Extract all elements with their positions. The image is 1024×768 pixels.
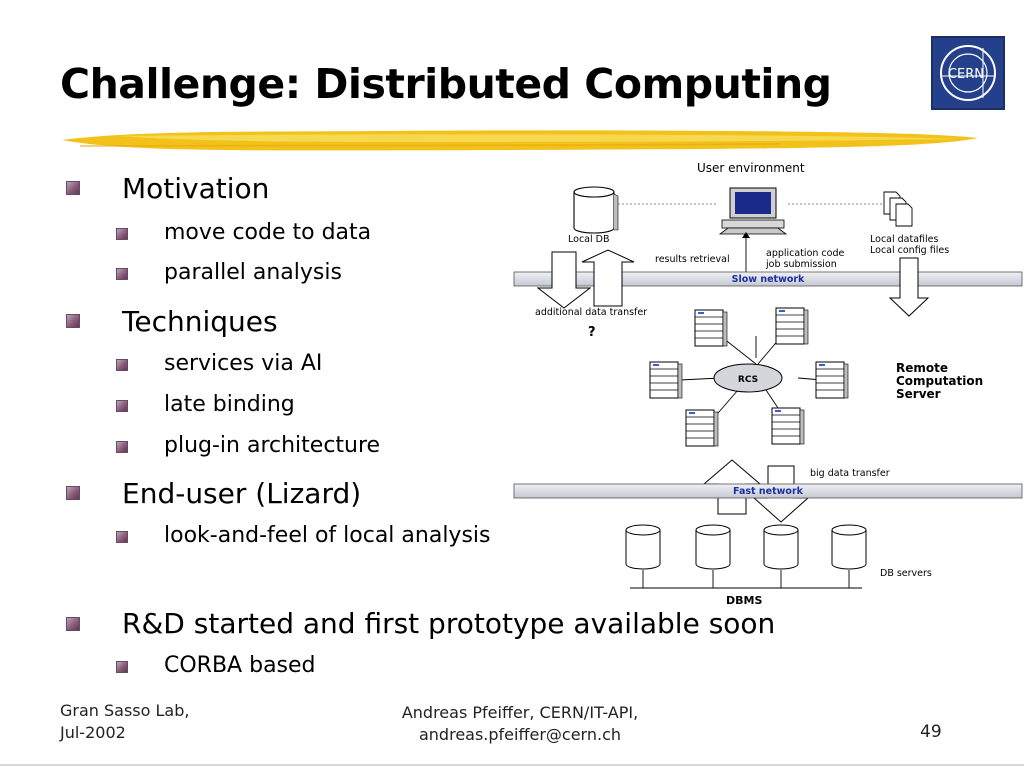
label-rcs: RCS <box>738 375 758 385</box>
slow-network-bar <box>513 271 1023 287</box>
label-question: ? <box>588 325 596 340</box>
bullet-end-user: End-user (Lizard) <box>122 477 362 510</box>
page-number: 49 <box>920 722 942 742</box>
label-user-environment: User environment <box>697 161 805 175</box>
bullet-marker <box>66 617 80 631</box>
user-computer-icon <box>718 187 788 235</box>
local-db-icon <box>573 186 619 234</box>
footer-author-line1: Andreas Pfeiffer, CERN/IT-API, <box>401 703 639 722</box>
logo-text: CERN <box>948 67 984 82</box>
sub-bullet-marker <box>116 441 128 453</box>
sub-bullet-services: services via AI <box>164 351 323 376</box>
sub-bullet-look-and-feel: look-and-feel of local analysis <box>164 523 491 548</box>
fast-network-bar <box>513 483 1023 499</box>
footer-location-line1: Gran Sasso Lab, <box>60 701 190 720</box>
bullet-list: Motivation move code to data parallel an… <box>0 0 775 700</box>
sub-bullet-marker <box>116 228 128 240</box>
label-local-db: Local DB <box>568 234 609 245</box>
db-server-icon <box>695 524 731 570</box>
slide-title: Challenge: Distributed Computing <box>60 60 832 108</box>
sub-bullet-marker <box>116 268 128 280</box>
label-big-transfer: big data transfer <box>810 468 890 479</box>
local-files-icon <box>883 191 913 227</box>
footer-location-line2: Jul-2002 <box>60 723 126 742</box>
bullet-techniques: Techniques <box>122 305 278 338</box>
sub-bullet-plugin: plug-in architecture <box>164 433 381 458</box>
title-underline-brush <box>62 130 978 151</box>
sub-bullet-move-code: move code to data <box>164 220 372 245</box>
db-server-icon <box>625 524 661 570</box>
label-slow-network: Slow network <box>732 274 805 285</box>
label-local-datafiles: Local datafiles <box>870 234 939 245</box>
footer-author: Andreas Pfeiffer, CERN/IT-API, andreas.p… <box>360 702 680 746</box>
label-job-submission: job submission <box>765 259 837 270</box>
bullet-marker <box>66 486 80 500</box>
rcs-node <box>713 363 783 393</box>
label-server: Server <box>896 387 941 401</box>
sub-bullet-marker <box>116 661 128 673</box>
sub-bullet-parallel-analysis: parallel analysis <box>164 260 342 285</box>
sub-bullet-corba: CORBA based <box>164 653 316 678</box>
label-results-retrieval: results retrieval <box>655 254 730 265</box>
bullet-rnd: R&D started and first prototype availabl… <box>122 607 776 640</box>
server-icon <box>649 361 683 399</box>
db-server-icon <box>763 524 799 570</box>
bullet-marker <box>66 314 80 328</box>
sub-bullet-marker <box>116 531 128 543</box>
footer-author-email: andreas.pfeiffer@cern.ch <box>418 725 622 744</box>
label-fast-network: Fast network <box>733 486 804 497</box>
sub-bullet-marker <box>116 400 128 412</box>
server-icon <box>694 309 728 347</box>
server-icon <box>685 409 719 447</box>
bullet-marker <box>66 181 80 195</box>
label-dbms: DBMS <box>726 594 762 607</box>
label-computation: Computation <box>896 374 983 388</box>
architecture-diagram: User environment Local DB Local datafile… <box>513 161 1023 607</box>
db-server-icon <box>831 524 867 570</box>
server-icon <box>771 407 805 445</box>
server-icon <box>815 361 849 399</box>
label-application-code: application code <box>766 248 844 259</box>
sub-bullet-late-binding: late binding <box>164 392 295 417</box>
server-icon <box>775 307 809 345</box>
label-remote: Remote <box>896 361 948 375</box>
label-local-config: Local config files <box>870 245 949 256</box>
cern-logo: CERN <box>931 36 1005 110</box>
label-db-servers: DB servers <box>880 568 932 579</box>
footer-location: Gran Sasso Lab, Jul-2002 <box>60 700 189 744</box>
bottom-divider <box>0 764 1024 766</box>
bullet-motivation: Motivation <box>122 172 270 205</box>
label-additional-transfer: additional data transfer <box>535 307 647 318</box>
sub-bullet-marker <box>116 359 128 371</box>
cern-logo-icon: CERN <box>940 45 996 101</box>
